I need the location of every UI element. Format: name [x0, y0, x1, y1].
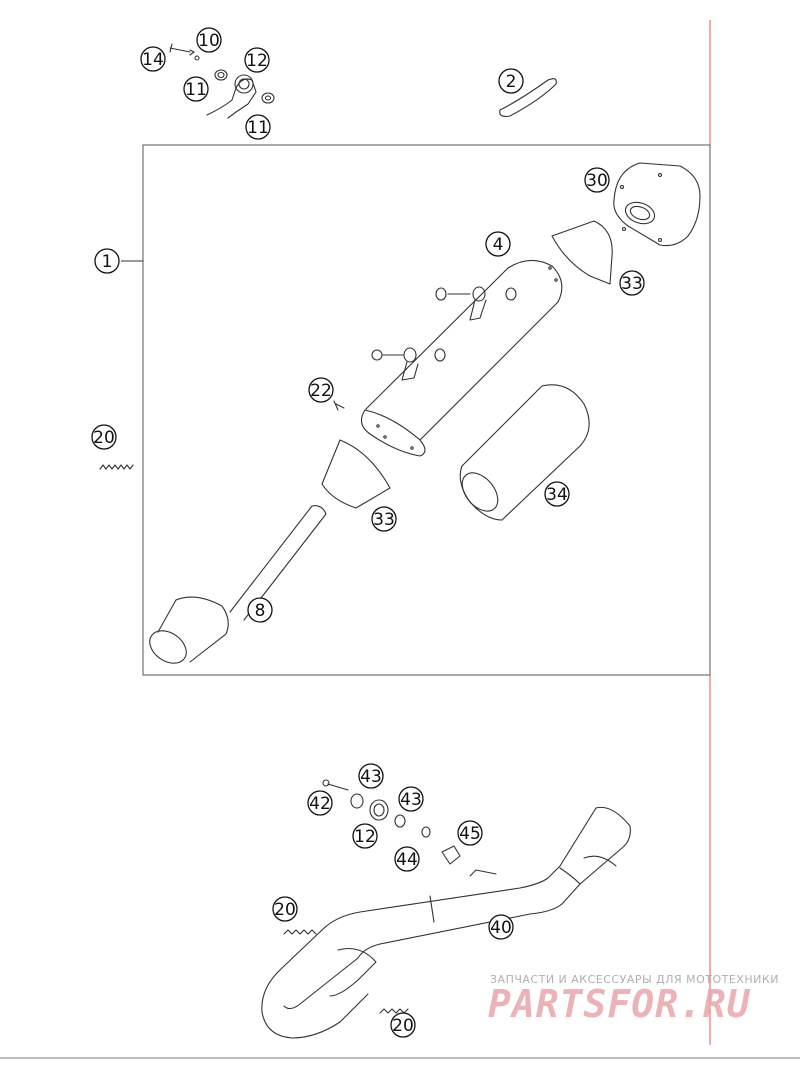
- callout-34: 34: [544, 481, 570, 507]
- callout-40: 40: [488, 914, 514, 940]
- svg-text:20: 20: [392, 1016, 414, 1036]
- silencer-mount-upper: [435, 286, 517, 321]
- svg-text:44: 44: [396, 850, 418, 870]
- silencer-mount-lower: [371, 347, 446, 381]
- svg-text:42: 42: [309, 794, 331, 814]
- callout-45: 45: [457, 820, 483, 846]
- svg-text:43: 43: [400, 790, 422, 810]
- callout-33-upper: 33: [619, 270, 645, 296]
- callout-20-mid: 20: [272, 896, 298, 922]
- svg-text:34: 34: [546, 485, 568, 505]
- callout-1: 1: [94, 248, 120, 274]
- part-2-shield-strip: [499, 78, 557, 117]
- callout-33-lower: 33: [371, 506, 397, 532]
- silencer-body: [360, 259, 563, 457]
- svg-text:1: 1: [102, 252, 113, 272]
- svg-text:12: 12: [246, 51, 268, 71]
- svg-text:22: 22: [310, 381, 332, 401]
- callout-4: 4: [485, 231, 511, 257]
- svg-text:43: 43: [360, 767, 382, 787]
- screw-22: [333, 400, 345, 411]
- callout-43-top: 43: [358, 763, 384, 789]
- packing-sleeve: [459, 384, 590, 521]
- svg-text:40: 40: [490, 918, 512, 938]
- callout-30: 30: [584, 167, 610, 193]
- callout-11-right: 11: [245, 114, 271, 140]
- callout-10: 10: [196, 27, 222, 53]
- svg-text:11: 11: [247, 118, 269, 138]
- watermark-subtitle: ЗАПЧАСТИ И АКСЕССУАРЫ ДЛЯ МОТОТЕХНИКИ: [490, 973, 779, 986]
- spring-lower: [379, 1008, 409, 1014]
- watermark-brand: PARTSFOR.RU: [488, 982, 751, 1026]
- cone-upper: [551, 220, 613, 285]
- header-hardware: [322, 779, 461, 865]
- bracket-group: [169, 43, 275, 119]
- callout-2: 2: [498, 68, 524, 94]
- cone-lower: [321, 439, 391, 509]
- end-cap: [613, 162, 701, 247]
- callout-44: 44: [394, 846, 420, 872]
- callout-43-right: 43: [398, 786, 424, 812]
- svg-text:33: 33: [373, 510, 395, 530]
- svg-text:11: 11: [185, 80, 207, 100]
- svg-text:4: 4: [493, 235, 504, 255]
- svg-text:30: 30: [586, 171, 608, 191]
- header-pipe: [261, 806, 631, 1039]
- callout-14: 14: [140, 46, 166, 72]
- svg-text:14: 14: [142, 50, 164, 70]
- callout-20-left: 20: [91, 424, 117, 450]
- callout-22: 22: [308, 377, 334, 403]
- callout-42: 42: [307, 790, 333, 816]
- callout-11-left: 11: [183, 76, 209, 102]
- callout-12-lower: 12: [352, 823, 378, 849]
- spring-left: [99, 464, 134, 470]
- callout-20-lower: 20: [390, 1012, 416, 1038]
- svg-text:45: 45: [459, 824, 481, 844]
- spring-mid: [283, 929, 317, 935]
- svg-text:20: 20: [274, 900, 296, 920]
- svg-text:8: 8: [255, 601, 266, 621]
- callout-12-top: 12: [244, 47, 270, 73]
- svg-text:33: 33: [621, 274, 643, 294]
- svg-text:20: 20: [93, 428, 115, 448]
- svg-text:2: 2: [506, 72, 517, 92]
- inlet-pipe: [149, 505, 327, 664]
- callout-8: 8: [247, 597, 273, 623]
- silencer-assembly-frame: [142, 144, 711, 676]
- svg-text:12: 12: [354, 827, 376, 847]
- svg-text:10: 10: [198, 31, 220, 51]
